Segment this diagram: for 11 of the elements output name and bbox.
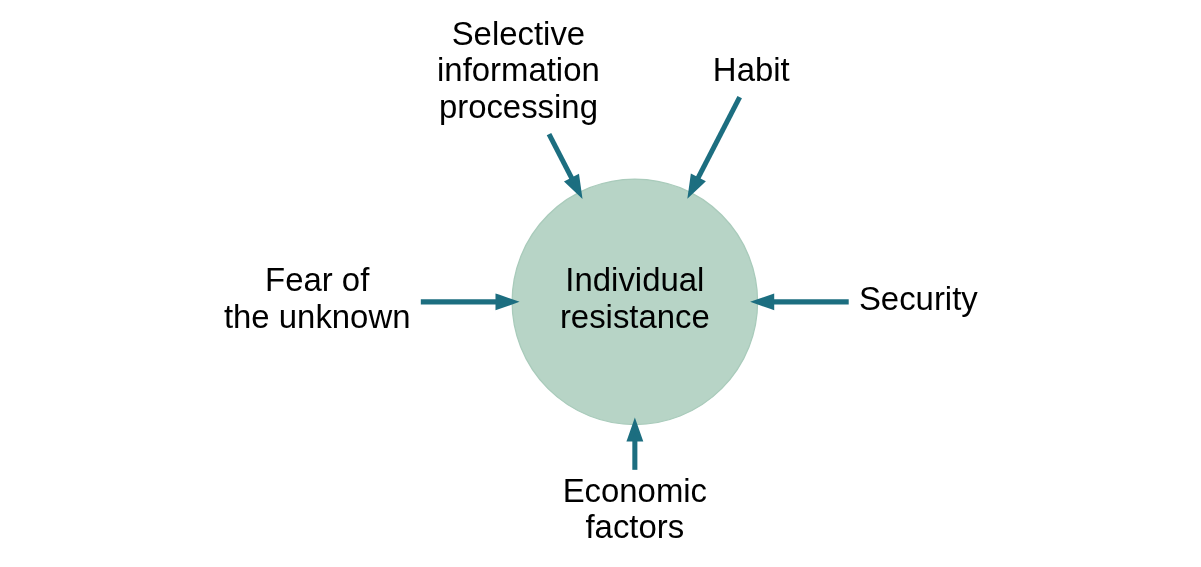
node-text: Habit bbox=[712, 51, 790, 89]
arrow bbox=[420, 293, 520, 311]
arrow bbox=[686, 96, 742, 199]
arrow bbox=[625, 417, 643, 470]
node-text: Economic factors bbox=[562, 471, 707, 546]
arrow bbox=[749, 293, 849, 311]
node-text: Selective information processing bbox=[436, 14, 600, 126]
arrow bbox=[546, 132, 583, 200]
node-circle: Individual resistance bbox=[510, 178, 758, 426]
node-text: Security bbox=[858, 279, 978, 317]
node-text: Fear of the unknown bbox=[223, 261, 410, 336]
